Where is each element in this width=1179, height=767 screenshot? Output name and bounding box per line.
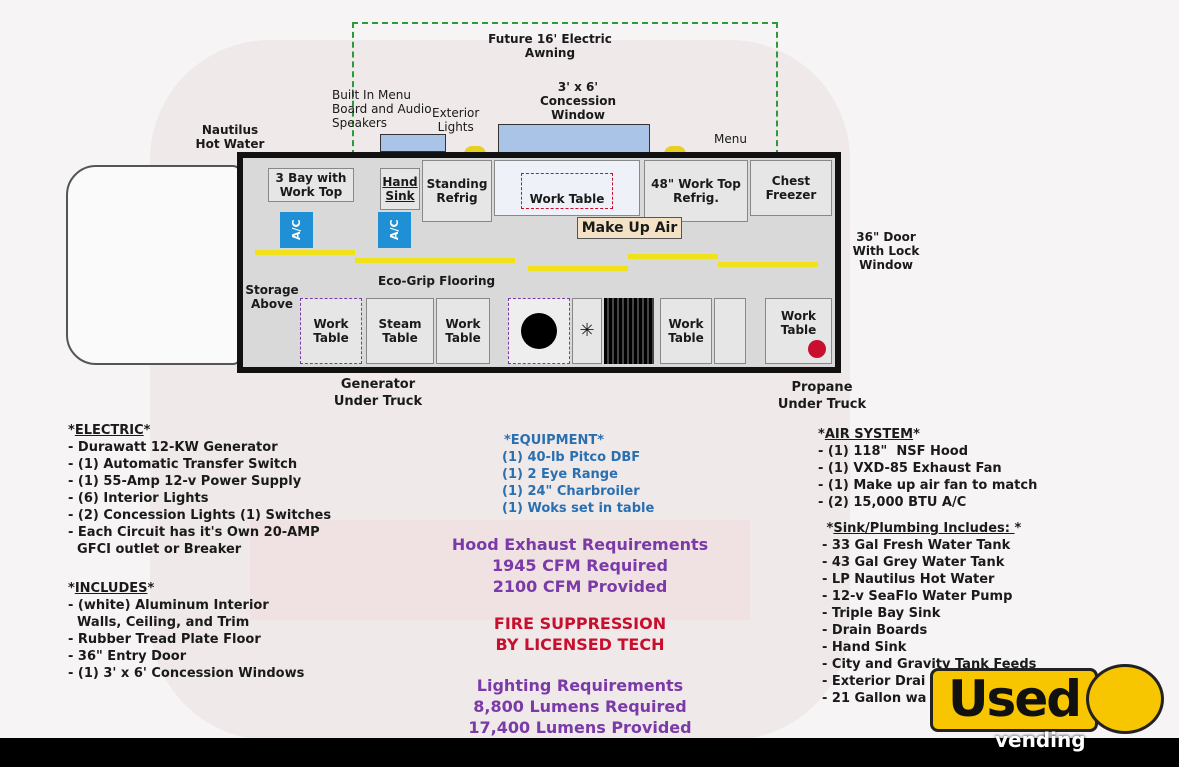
list-item: - (1) Make up air fan to match bbox=[818, 478, 1038, 493]
lighting-title: Lighting Requirements bbox=[476, 676, 684, 695]
work-top-refrigerator: 48" Work Top Refrig. bbox=[644, 160, 748, 222]
bottom-bar bbox=[0, 738, 1179, 767]
includes-title: INCLUDES bbox=[74, 581, 148, 596]
floor-stripe bbox=[528, 266, 628, 271]
light-icon bbox=[464, 146, 486, 154]
lighting-provided: 17,400 Lumens Provided bbox=[468, 718, 692, 737]
floor-stripe bbox=[355, 258, 515, 263]
truck-cab bbox=[66, 165, 241, 365]
list-item: - 36" Entry Door bbox=[68, 649, 187, 664]
list-item: - Drain Boards bbox=[822, 623, 928, 638]
list-item: - Durawatt 12-KW Generator bbox=[68, 440, 278, 455]
list-item: - (2) Concession Lights (1) Switches bbox=[68, 508, 332, 523]
plumbing-title: Sink/Plumbing Includes: bbox=[833, 521, 1015, 536]
door-label: 36" Door With Lock Window bbox=[852, 230, 920, 272]
charbroiler bbox=[604, 298, 654, 364]
list-item: - 43 Gal Grey Water Tank bbox=[822, 555, 1005, 570]
hand-sink: Hand Sink bbox=[380, 168, 420, 210]
list-item: - (1) VXD-85 Exhaust Fan bbox=[818, 461, 1002, 476]
equipment-section: *EQUIPMENT* (1) 40-lb Pitco DBF (1) 2 Ey… bbox=[502, 432, 654, 517]
used-vending-logo: Used bbox=[930, 668, 1098, 732]
list-item: - 12-v SeaFlo Water Pump bbox=[822, 589, 1013, 604]
concession-window bbox=[498, 124, 650, 154]
fire-extinguisher-icon bbox=[808, 340, 826, 358]
propane-label: Propane Under Truck bbox=[777, 380, 867, 412]
list-item: - LP Nautilus Hot Water bbox=[822, 572, 995, 587]
hood-requirements: Hood Exhaust Requirements 1945 CFM Requi… bbox=[420, 534, 740, 597]
range-burners: ✳ bbox=[572, 298, 602, 364]
standing-refrigerator: Standing Refrig bbox=[422, 160, 492, 222]
air-system-section: *AIR SYSTEM* - (1) 118" NSF Hood - (1) V… bbox=[818, 427, 1038, 510]
work-table-label: Work Table bbox=[520, 173, 614, 209]
list-item: - (white) Aluminum Interior Walls, Ceili… bbox=[68, 598, 269, 630]
work-table-top: Work Table bbox=[494, 160, 640, 216]
generator-label: Generator Under Truck bbox=[333, 377, 423, 409]
list-item: - Each Circuit has it's Own 20-AMP GFCI … bbox=[68, 525, 320, 557]
work-table: Work Table bbox=[765, 298, 832, 364]
light-icon bbox=[664, 146, 686, 154]
list-item: - Hand Sink bbox=[822, 640, 907, 655]
logo-subtext: vending bbox=[995, 728, 1086, 752]
fire-line: FIRE SUPPRESSION bbox=[493, 614, 667, 633]
list-item: (1) 40-lb Pitco DBF bbox=[502, 450, 641, 465]
electric-title: ELECTRIC bbox=[74, 423, 144, 438]
list-item: - (1) 3' x 6' Concession Windows bbox=[68, 666, 305, 681]
list-item: - (6) Interior Lights bbox=[68, 491, 209, 506]
list-item: - Triple Bay Sink bbox=[822, 606, 941, 621]
list-item: (1) 24" Charbroiler bbox=[502, 484, 640, 499]
list-item: - Rubber Tread Plate Floor bbox=[68, 632, 261, 647]
fryer-icon bbox=[521, 313, 557, 349]
list-item: - 33 Gal Fresh Water Tank bbox=[822, 538, 1011, 553]
list-item: - (1) 55-Amp 12-v Power Supply bbox=[68, 474, 302, 489]
awning-outline bbox=[352, 22, 778, 156]
list-item: (1) 2 Eye Range bbox=[502, 467, 618, 482]
pig-mascot-icon bbox=[1086, 664, 1164, 734]
electric-section: *ELECTRIC* - Durawatt 12-KW Generator - … bbox=[68, 423, 332, 557]
work-table: Work Table bbox=[660, 298, 712, 364]
list-item: - (1) 118" NSF Hood bbox=[818, 444, 969, 459]
menu-board bbox=[380, 134, 446, 152]
flooring-label: Eco-Grip Flooring bbox=[378, 274, 496, 288]
list-item: (1) Woks set in table bbox=[502, 501, 655, 516]
chest-freezer: Chest Freezer bbox=[750, 160, 832, 216]
hood-title: Hood Exhaust Requirements bbox=[451, 535, 709, 554]
list-item: - (2) 15,000 BTU A/C bbox=[818, 495, 967, 510]
fire-suppression: FIRE SUPPRESSION BY LICENSED TECH bbox=[440, 613, 720, 655]
floor-stripe bbox=[628, 254, 718, 259]
hood-provided: 2100 CFM Provided bbox=[492, 577, 668, 596]
air-title: AIR SYSTEM bbox=[824, 427, 914, 442]
ac-unit: A/C bbox=[280, 212, 313, 248]
equipment-title: *EQUIPMENT* bbox=[504, 433, 605, 448]
lighting-requirements: Lighting Requirements 8,800 Lumens Requi… bbox=[420, 675, 740, 738]
menu-label: Menu bbox=[714, 132, 747, 146]
window-label: 3' x 6' Concession Window bbox=[539, 80, 617, 122]
awning-label: Future 16' Electric Awning bbox=[488, 32, 612, 60]
list-item: - (1) Automatic Transfer Switch bbox=[68, 457, 298, 472]
nautilus-label: Nautilus Hot Water bbox=[195, 123, 265, 151]
watermark-band bbox=[250, 520, 750, 620]
woks bbox=[714, 298, 746, 364]
storage-label: Storage Above bbox=[245, 283, 299, 311]
steam-table: Steam Table bbox=[366, 298, 434, 364]
fryer bbox=[508, 298, 570, 364]
includes-section: *INCLUDES* - (white) Aluminum Interior W… bbox=[68, 581, 305, 681]
work-table: Work Table bbox=[300, 298, 362, 364]
floor-stripe bbox=[718, 262, 818, 267]
three-bay-sink: 3 Bay with Work Top bbox=[268, 168, 354, 202]
list-item: - Exterior Drai bbox=[822, 674, 926, 689]
floor-stripe bbox=[255, 250, 355, 255]
hood-required: 1945 CFM Required bbox=[492, 556, 668, 575]
make-up-air: Make Up Air bbox=[577, 217, 682, 239]
menu-board-label: Built In Menu Board and Audio Speakers bbox=[332, 88, 432, 130]
list-item: - 21 Gallon wa bbox=[822, 691, 927, 706]
exterior-lights-label: Exterior Lights bbox=[432, 106, 480, 134]
fire-line: BY LICENSED TECH bbox=[495, 635, 665, 654]
ac-unit: A/C bbox=[378, 212, 411, 248]
lighting-required: 8,800 Lumens Required bbox=[473, 697, 687, 716]
work-table: Work Table bbox=[436, 298, 490, 364]
